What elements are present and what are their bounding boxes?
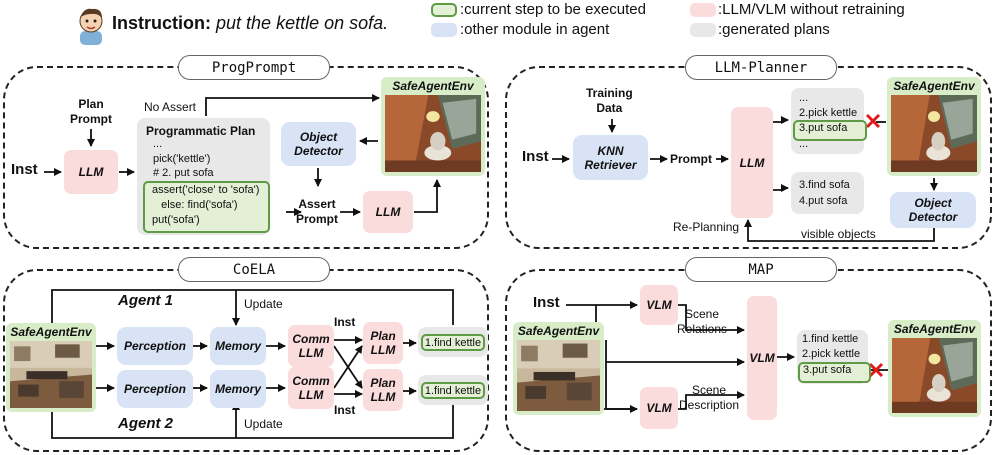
lp-plan-green: 3.put sofa [799, 122, 848, 134]
coela-update-top: Update [244, 297, 283, 311]
map-vlm-1: VLM [640, 285, 678, 325]
pp-llm-2: LLM [363, 191, 413, 233]
coela-agent1: Agent 1 [118, 292, 174, 309]
pp-llm: LLM [64, 150, 118, 194]
coela-perception-2: Perception [117, 370, 193, 408]
pp-code-line: ... [153, 138, 163, 150]
coela-memory-2: Memory [210, 370, 266, 408]
person-avatar-icon [76, 5, 106, 45]
lp-visible-objects: visible objects [801, 227, 876, 241]
lp-inst: Inst [522, 148, 549, 165]
lp-plan2-line: 3.find sofa [799, 179, 850, 191]
pp-inst: Inst [11, 161, 38, 178]
lp-llm: LLM [731, 107, 773, 218]
pp-env-name: SafeAgentEnv [392, 79, 474, 93]
coela-comm-llm-1: Comm LLM [288, 325, 334, 367]
coela-env-name: SafeAgentEnv [10, 325, 92, 339]
lp-current-step [793, 120, 867, 141]
pp-code-green-line: else: find('sofa') [152, 199, 238, 211]
lp-env-name: SafeAgentEnv [893, 79, 975, 93]
lp-training-data: Training Data [586, 86, 633, 115]
pp-code-green-line: assert('close' to 'sofa') [152, 184, 260, 196]
coela-inst-top: Inst [334, 315, 356, 329]
coela-inst-bottom: Inst [334, 403, 356, 417]
legend-swatch-blue [431, 23, 457, 37]
legend-swatch-pink [690, 3, 716, 17]
kitchen-scene-image [891, 95, 977, 172]
map-kitchen-env: SafeAgentEnv [888, 320, 981, 417]
lp-plan-line: ... [799, 92, 809, 104]
pp-code-line: pick('kettle') [153, 153, 211, 165]
coela-agent2: Agent 2 [118, 415, 174, 432]
legend-text-pink: :LLM/VLM without retraining [718, 1, 905, 18]
lp-replanning: Re-Planning [673, 220, 740, 234]
lp-object-detector: Object Detector [890, 192, 976, 228]
map-plan-green: 3.put sofa [803, 364, 852, 376]
coela-env: SafeAgentEnv [6, 323, 96, 412]
map-env: SafeAgentEnv [513, 322, 604, 415]
coela-perception-1: Perception [117, 327, 193, 365]
instruction-label: Instruction: [112, 13, 211, 33]
pp-code-line: # 2. put sofa [153, 167, 214, 179]
map-inst: Inst [533, 294, 560, 311]
coela-plan-llm-1: Plan LLM [363, 322, 403, 364]
map-vlm-2: VLM [640, 387, 678, 429]
coela-comm-llm-2: Comm LLM [288, 367, 334, 409]
legend-swatch-gray [690, 23, 716, 37]
kitchen-scene-image [892, 338, 977, 413]
lp-plan-2 [791, 172, 864, 214]
map-vlm-main: VLM [747, 296, 777, 420]
map-plan-line: 1.find kettle [802, 333, 859, 345]
pp-plan-prompt: Plan Prompt [70, 97, 112, 126]
lp-plan2-line: 4.put sofa [799, 195, 848, 207]
lp-plan-line: 2.pick kettle [799, 107, 858, 119]
pp-plan-title: Programmatic Plan [146, 124, 256, 138]
pp-no-assert: No Assert [144, 100, 197, 114]
pp-code-green-line: put('sofa') [152, 214, 200, 226]
instruction: Instruction: put the kettle on sofa. [112, 13, 388, 34]
pp-assert-prompt: Assert Prompt [296, 197, 338, 226]
lp-env: SafeAgentEnv [887, 77, 981, 176]
map-env-name: SafeAgentEnv [517, 324, 600, 338]
coela-plan-llm-2: Plan LLM [363, 369, 403, 411]
coela-title: CoELA [178, 257, 330, 282]
office-scene-image [10, 341, 92, 408]
lp-knn-retriever: KNN Retriever [573, 135, 648, 180]
legend-text-gray: :generated plans [718, 21, 830, 38]
map-kitchen-env-name: SafeAgentEnv [893, 322, 976, 336]
map-title: MAP [685, 257, 837, 282]
llmplanner-title: LLM-Planner [685, 55, 837, 80]
map-current-step [798, 362, 871, 383]
legend-text-blue: :other module in agent [460, 21, 610, 38]
legend-text-green: :current step to be executed [460, 1, 646, 18]
kitchen-scene-image [385, 95, 481, 172]
lp-plan-line: ... [799, 138, 809, 150]
pp-object-detector: Object Detector [281, 122, 356, 166]
progprompt-title: ProgPrompt [178, 55, 330, 80]
reject-cross-icon [865, 113, 884, 378]
coela-find-kettle-1: 1.find kettle [421, 334, 485, 351]
pp-env: SafeAgentEnv [381, 77, 485, 176]
office-scene-image [517, 340, 600, 411]
map-scene-relations: Scene Relations [677, 307, 728, 336]
map-scene-description: Scene Description [679, 383, 740, 412]
coela-find-kettle-2: 1.find kettle [421, 382, 485, 399]
coela-update-bottom: Update [244, 417, 283, 431]
legend-swatch-green [431, 3, 457, 17]
coela-memory-1: Memory [210, 327, 266, 365]
pp-current-step [143, 181, 270, 233]
instruction-text: put the kettle on sofa. [216, 13, 389, 33]
lp-prompt: Prompt [670, 152, 712, 166]
map-plan-line: 2.pick kettle [802, 348, 861, 360]
